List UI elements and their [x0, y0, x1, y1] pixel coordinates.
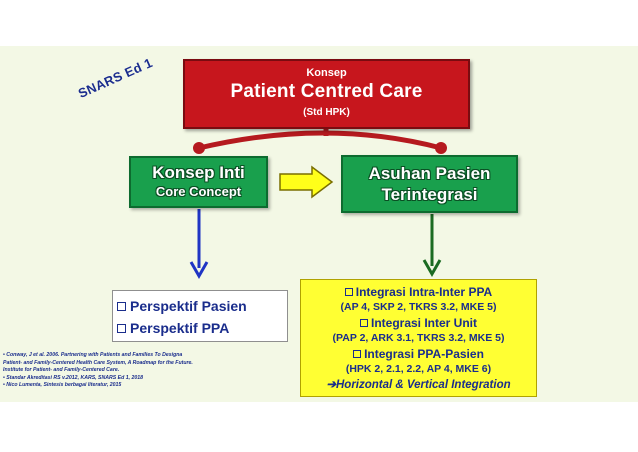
references: • Conway, J et al. 2006. Partnering with…	[3, 352, 243, 390]
checkbox-icon	[344, 288, 353, 296]
integrasi-box: Integrasi Intra-Inter PPA (AP 4, SKP 2, …	[300, 279, 537, 397]
top-box-subtitle: (Std HPK)	[303, 107, 350, 118]
perspektif-item: Perspektif Pasien	[117, 295, 287, 317]
top-box-label: Konsep	[306, 67, 347, 79]
green-arrow-head	[422, 259, 442, 278]
integrasi-heading: Integrasi Intra-Inter PPA	[301, 284, 536, 300]
patient-centred-care-box: Konsep Patient Centred Care (Std HPK)	[183, 59, 470, 129]
integrasi-heading-text: Integrasi Intra-Inter PPA	[355, 285, 493, 299]
integrasi-standards: (HPK 2, 2.1, 2.2, AP 4, MKE 6)	[345, 363, 492, 375]
asuhan-pasien-box: Asuhan Pasien Terintegrasi	[341, 155, 518, 213]
konsep-inti-subtitle: Core Concept	[155, 184, 242, 199]
reference-line: • Conway, J et al. 2006. Partnering with…	[3, 352, 183, 358]
konsep-inti-box: Konsep Inti Core Concept	[129, 156, 268, 208]
integrasi-standards: (AP 4, SKP 2, TKRS 3.2, MKE 5)	[340, 301, 497, 313]
reference-line: • Nico Lumenta, Sintesis berbagai litera…	[3, 382, 122, 389]
reference-line: Institute for Patient- and Family-Center…	[3, 367, 120, 374]
yellow-right-arrow-icon	[279, 165, 334, 199]
perspektif-item-label: Perspektif PPA	[130, 320, 230, 336]
reference-line: • Standar Akreditasi RS v.2012, KARS, SN…	[3, 374, 144, 381]
blue-arrow-head	[189, 261, 209, 280]
checkbox-icon	[353, 350, 362, 358]
perspektif-item-label: Perspektif Pasien	[130, 298, 247, 314]
integrasi-heading: Integrasi PPA-Pasien	[301, 346, 536, 362]
integrasi-heading: Integrasi Inter Unit	[301, 315, 536, 331]
red-connector	[198, 130, 442, 151]
integration-footer-text: Horizontal & Vertical Integration	[335, 379, 511, 391]
konsep-inti-title: Konsep Inti	[152, 163, 245, 182]
reference-line: Patient- and Family-Centered Health Care…	[3, 359, 193, 366]
integrasi-heading-text: Integrasi PPA-Pasien	[364, 347, 484, 361]
checkbox-icon	[359, 319, 368, 327]
checkbox-icon	[117, 324, 126, 333]
red-dot-right	[435, 142, 447, 154]
checkbox-icon	[117, 302, 126, 311]
perspektif-item: Perspektif PPA	[117, 317, 287, 339]
arrow-right-icon: ➔	[326, 379, 336, 391]
asuhan-pasien-title: Asuhan Pasien	[368, 164, 491, 183]
integrasi-standards: (PAP 2, ARK 3.1, TKRS 3.2, MKE 5)	[332, 332, 505, 344]
asuhan-pasien-subtitle: Terintegrasi	[381, 185, 478, 204]
integration-footer: ➔Horizontal & Vertical Integration	[301, 377, 536, 394]
top-box-title: Patient Centred Care	[230, 81, 423, 102]
integrasi-heading-text: Integrasi Inter Unit	[370, 316, 477, 330]
perspektif-box: Perspektif Pasien Perspektif PPA	[112, 290, 288, 342]
red-dot-left	[193, 142, 205, 154]
